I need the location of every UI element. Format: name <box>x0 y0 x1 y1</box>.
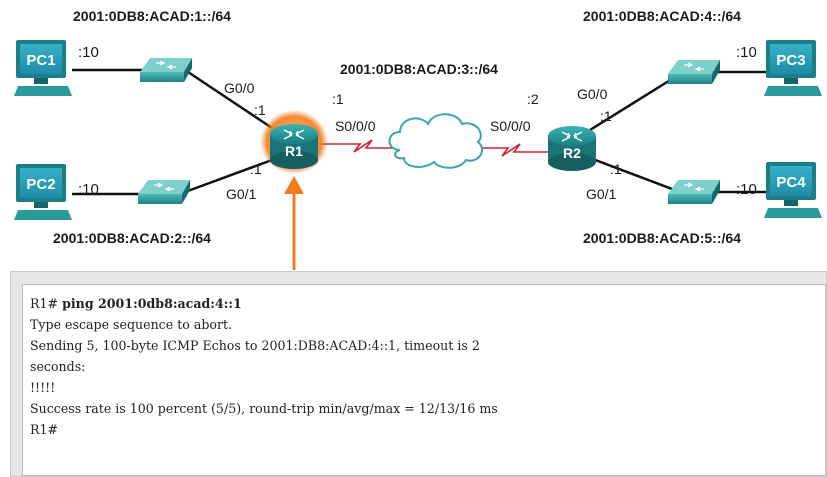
pc4-icon: PC4 <box>764 162 822 218</box>
r2-g00-label: G0/0 <box>577 86 608 102</box>
console-output: R1# ping 2001:0db8:acad:4::1 Type escape… <box>22 284 826 476</box>
r1-g01-label: G0/1 <box>226 186 257 202</box>
router-r1-icon: R1 <box>270 124 318 169</box>
link-r2-switch3 <box>589 72 681 132</box>
switch-lan4-icon <box>668 60 720 84</box>
r2-g01-host: :1 <box>610 161 622 177</box>
r2-label: R2 <box>563 145 581 161</box>
console-line: Type escape sequence to abort. <box>30 317 233 332</box>
serial-link-r1-cloud <box>318 139 398 153</box>
switch-lan5-icon <box>668 180 720 204</box>
pc3-icon: PC3 <box>764 40 822 96</box>
network-label-lan2: 2001:0DB8:ACAD:2::/64 <box>53 230 211 246</box>
console-line: seconds: <box>30 359 86 374</box>
r2-g00-host: :1 <box>600 108 612 124</box>
pc3-label: PC3 <box>776 52 805 69</box>
console-line: Success rate is 100 percent (5/5), round… <box>30 401 498 416</box>
r2-s000-host: :2 <box>527 91 539 107</box>
r1-g00-label: G0/0 <box>224 80 255 96</box>
console-command: ping 2001:0db8:acad:4::1 <box>62 296 242 311</box>
pointer-arrow-icon <box>284 176 304 270</box>
link-switch1-r1 <box>184 68 273 130</box>
pc4-host-id: :10 <box>736 181 757 198</box>
console-line: R1# <box>30 422 59 437</box>
switch-lan2-icon <box>138 180 190 204</box>
pc2-icon: PC2 <box>14 164 72 220</box>
console-command-line: R1# ping 2001:0db8:acad:4::1 <box>30 293 825 314</box>
pc4-label: PC4 <box>776 174 806 191</box>
r1-label: R1 <box>285 143 303 159</box>
network-label-wan: 2001:0DB8:ACAD:3::/64 <box>340 61 498 77</box>
link-r2-switch4 <box>589 156 681 194</box>
ethernet-links <box>72 68 770 196</box>
network-topology: PC1 PC2 PC3 PC4 R1 R2 <box>14 40 822 270</box>
console-panel: R1# ping 2001:0db8:acad:4::1 Type escape… <box>10 271 827 477</box>
serial-links <box>318 139 548 157</box>
r2-s000-label: S0/0/0 <box>490 118 531 134</box>
switch-lan1-icon <box>140 58 192 82</box>
serial-link-cloud-r2 <box>476 143 548 157</box>
pc1-label: PC1 <box>26 52 55 69</box>
r2-g01-label: G0/1 <box>586 186 617 202</box>
pc2-label: PC2 <box>26 176 55 193</box>
console-line: Sending 5, 100-byte ICMP Echos to 2001:D… <box>30 338 480 353</box>
router-r2-icon: R2 <box>548 126 596 171</box>
r1-s000-host: :1 <box>332 91 344 107</box>
pc3-host-id: :10 <box>736 44 757 61</box>
r1-g01-host: :1 <box>250 161 262 177</box>
network-label-lan5: 2001:0DB8:ACAD:5::/64 <box>583 230 741 246</box>
link-switch2-r1 <box>184 158 273 194</box>
console-prompt: R1# <box>30 296 59 311</box>
network-label-lan1: 2001:0DB8:ACAD:1::/64 <box>73 8 231 24</box>
pc1-icon: PC1 <box>14 40 72 96</box>
console-line: !!!!! <box>30 380 56 395</box>
pc2-host-id: :10 <box>78 181 99 198</box>
pc1-host-id: :10 <box>78 44 99 61</box>
r1-s000-label: S0/0/0 <box>335 118 376 134</box>
wan-cloud-icon <box>388 113 484 169</box>
r1-g00-host: :1 <box>254 102 266 118</box>
network-label-lan4: 2001:0DB8:ACAD:4::/64 <box>583 8 741 24</box>
